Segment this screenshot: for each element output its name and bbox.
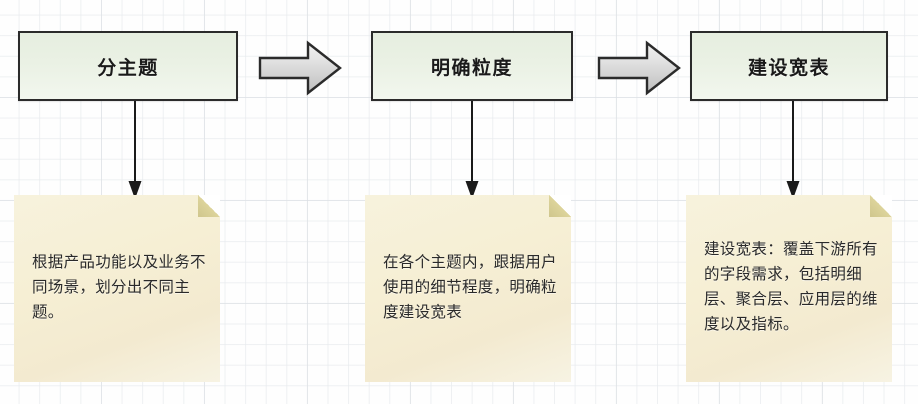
block-arrow-right-icon-1: [258, 40, 342, 96]
arrow-down-icon-2: [465, 101, 479, 199]
sticky-note-background: [686, 195, 892, 382]
arrow-down-icon-1: [128, 101, 142, 199]
process-box-step-3[interactable]: 建设宽表: [690, 31, 888, 101]
sticky-note-text: 在各个主题内，跟据用户使用的细节程度，明确粒度建设宽表: [383, 253, 557, 321]
sticky-note-text: 建设宽表：覆盖下游所有的字段需求，包括明细层、聚合层、应用层的维度以及指标。: [704, 240, 878, 333]
process-box-label: 建设宽表: [747, 56, 830, 79]
sticky-note-background: [14, 195, 220, 382]
sticky-note-background: [365, 195, 571, 382]
arrow-down-icon-3: [786, 101, 800, 199]
sticky-note-step-2[interactable]: 在各个主题内，跟据用户使用的细节程度，明确粒度建设宽表: [365, 195, 571, 382]
process-box-step-1[interactable]: 分主题: [18, 31, 238, 101]
process-box-label: 明确粒度: [430, 56, 513, 79]
sticky-note-step-3[interactable]: 建设宽表：覆盖下游所有的字段需求，包括明细层、聚合层、应用层的维度以及指标。: [686, 195, 892, 382]
page-fold-corner-icon: [198, 195, 220, 217]
block-arrow-right-icon-2: [597, 40, 681, 96]
process-box-label: 分主题: [97, 56, 159, 79]
sticky-note-step-1[interactable]: 根据产品功能以及业务不同场景，划分出不同主题。: [14, 195, 220, 382]
page-fold-corner-icon: [870, 195, 892, 217]
page-fold-corner-icon: [549, 195, 571, 217]
process-box-step-2[interactable]: 明确粒度: [371, 31, 573, 101]
sticky-note-text: 根据产品功能以及业务不同场景，划分出不同主题。: [32, 253, 206, 321]
